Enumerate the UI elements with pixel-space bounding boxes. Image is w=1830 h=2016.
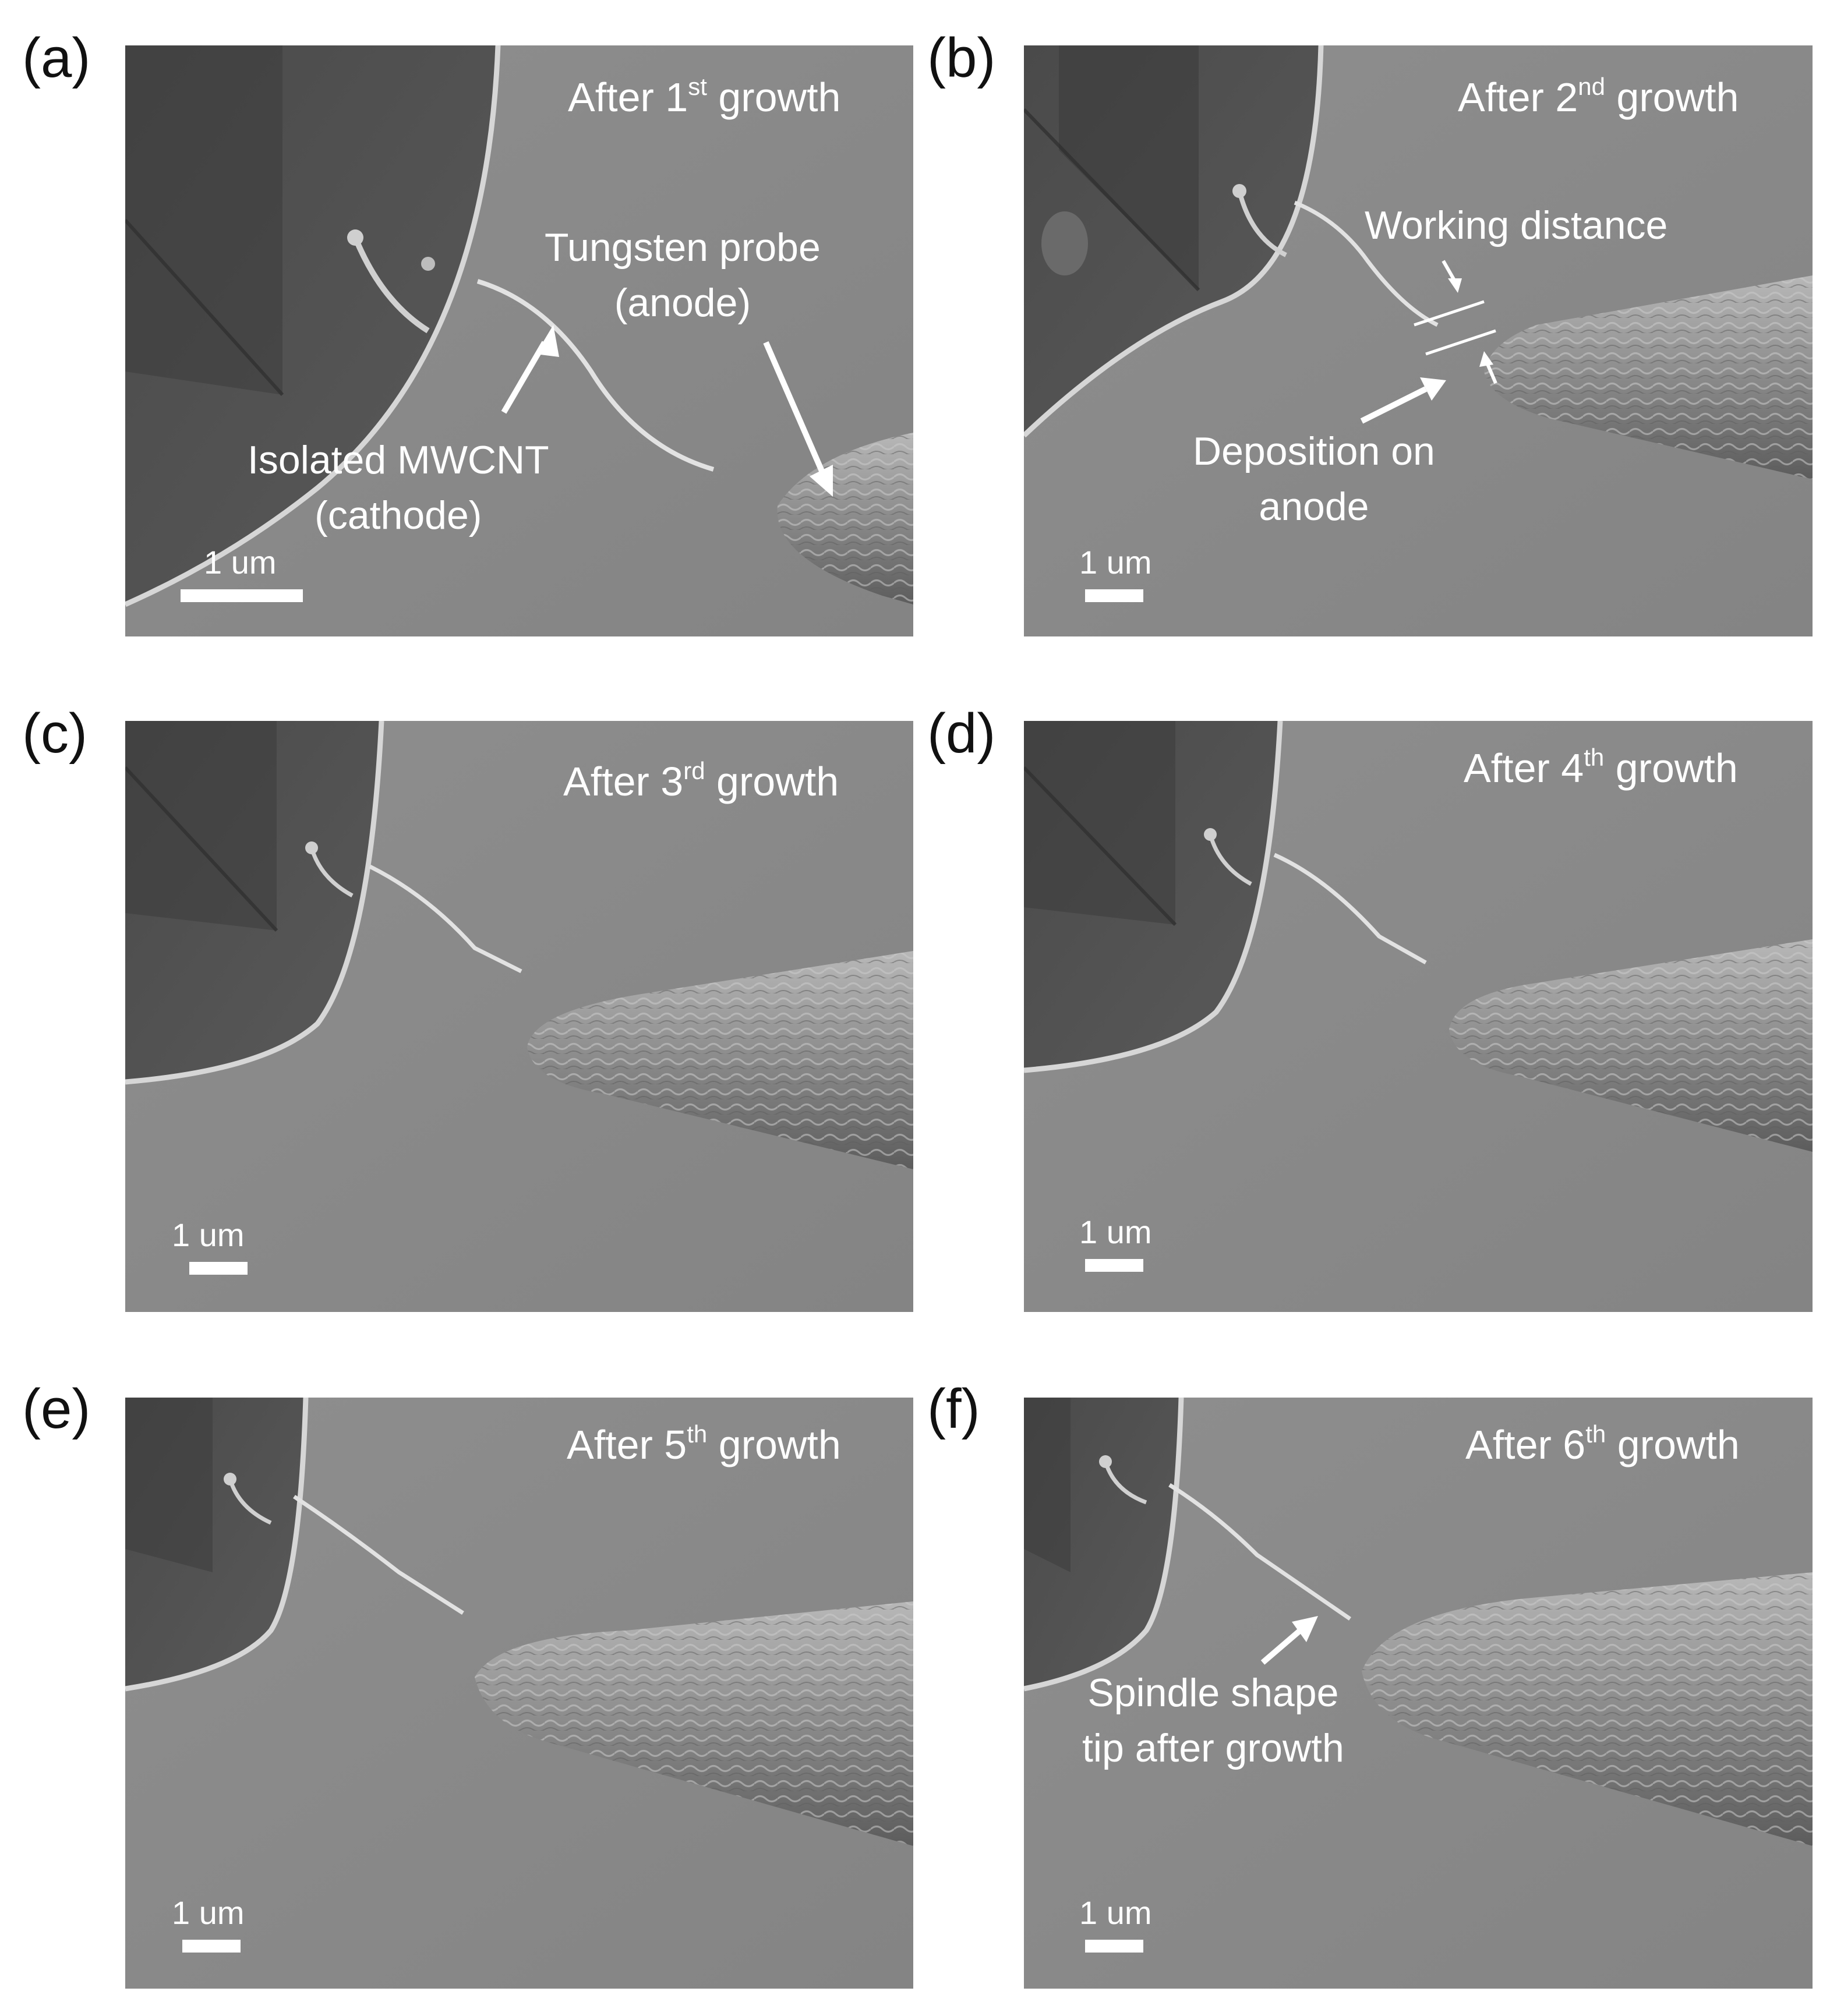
panel-title-a: After 1st growth <box>568 73 841 120</box>
mwcnt-stub <box>352 236 430 334</box>
panel-label-a: (a) <box>22 27 91 89</box>
panel-label-f: (f) <box>927 1378 980 1440</box>
panel-label-d: (d) <box>927 702 996 765</box>
sem-panel-d: After 4th growth 1 um <box>1024 721 1813 1312</box>
isolated-mwcnt <box>476 279 715 472</box>
working-distance-label: Working distance <box>1365 203 1668 247</box>
panel-title-c: After 3rd growth <box>563 757 839 804</box>
sem-panel-e: After 5th growth 1 um <box>125 1398 913 1989</box>
sem-panel-b: After 2nd growth Working distance Deposi… <box>1024 45 1813 636</box>
sem-image-a <box>125 45 913 636</box>
panel-label-e: (e) <box>22 1378 91 1440</box>
scale-bar-e: 1 um <box>172 1897 245 1953</box>
panel-title-f: After 6th growth <box>1465 1420 1740 1467</box>
panel-title-d: After 4th growth <box>1464 744 1738 791</box>
isolated-mwcnt <box>1273 853 1427 965</box>
sem-image-d <box>1024 721 1813 1312</box>
arrow-spindle <box>1260 1625 1306 1665</box>
scale-bar-d: 1 um <box>1079 1216 1152 1272</box>
isolated-mwcnt <box>369 864 522 974</box>
panel-title-b: After 2nd growth <box>1458 73 1739 120</box>
pyramid-face <box>125 45 282 395</box>
mwcnt-label: Isolated MWCNT(cathode) <box>248 438 549 538</box>
isolated-mwcnt <box>1294 200 1439 327</box>
sem-image-b <box>1024 45 1813 636</box>
sem-panel-c: After 3rd growth 1 um <box>125 721 913 1312</box>
panel-label-b: (b) <box>927 27 996 89</box>
arrow-deposition <box>1360 386 1428 424</box>
scale-bar-c: 1 um <box>172 1219 248 1275</box>
sem-image-e <box>125 1398 913 1989</box>
panel-label-c: (c) <box>22 702 87 765</box>
sem-image-c <box>125 721 913 1312</box>
isolated-mwcnt <box>1168 1483 1351 1621</box>
probe-label: Tungsten probe(anode) <box>545 225 821 326</box>
isolated-mwcnt <box>293 1495 464 1615</box>
wd-line-bottom <box>1425 329 1496 356</box>
substrate-edge <box>125 45 501 607</box>
scale-bar-b: 1 um <box>1079 546 1152 602</box>
sem-panel-a: After 1st growth Tungsten probe(anode) I… <box>125 45 913 636</box>
scale-bar-f: 1 um <box>1079 1897 1152 1953</box>
panel-title-e: After 5th growth <box>567 1420 841 1467</box>
wd-line-top <box>1414 300 1485 327</box>
scale-bar-a: 1 um <box>181 546 303 602</box>
arrow-probe <box>763 341 827 478</box>
sem-image-f <box>1024 1398 1813 1989</box>
